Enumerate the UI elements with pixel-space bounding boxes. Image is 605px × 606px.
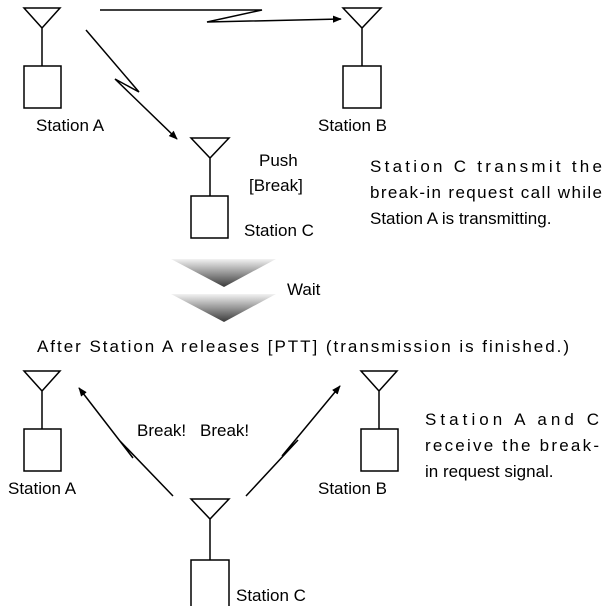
chevron-down-icon bbox=[171, 294, 276, 322]
top-description-line-2: break-in request call while bbox=[370, 183, 602, 202]
antenna-icon bbox=[189, 137, 231, 196]
bottom-station-c-label: Station C bbox=[236, 586, 306, 605]
break-left-label: Break! bbox=[137, 421, 186, 440]
antenna-icon bbox=[22, 370, 62, 429]
top-description-line-3: Station A is transmitting. bbox=[370, 209, 551, 228]
radio-box bbox=[23, 428, 62, 472]
antenna-icon bbox=[22, 7, 62, 66]
top-station-b-label: Station B bbox=[318, 116, 387, 135]
top-station-c-label: Station C bbox=[244, 221, 314, 240]
signal-a-to-b-arrow bbox=[100, 9, 342, 23]
bottom-description-line-3: in request signal. bbox=[425, 462, 554, 481]
radio-box bbox=[190, 559, 230, 606]
radio-box bbox=[190, 195, 229, 239]
bottom-station-a-label: Station A bbox=[8, 479, 77, 498]
top-description-line-1: Station C transmit the bbox=[370, 157, 602, 176]
top-station-c-radio: Station C Push [Break] bbox=[189, 137, 314, 240]
push-label: Push bbox=[259, 151, 298, 170]
top-station-a-radio: Station A bbox=[22, 7, 105, 135]
top-description: Station C transmit the break-in request … bbox=[370, 157, 605, 228]
bottom-description-line-1: Station A and C bbox=[425, 410, 599, 429]
antenna-icon bbox=[189, 498, 231, 560]
signal-c-to-b-arrow bbox=[245, 385, 341, 497]
antenna-icon bbox=[359, 370, 399, 429]
radio-box bbox=[360, 428, 399, 472]
wait-label: Wait bbox=[287, 280, 321, 299]
break-right-label: Break! bbox=[200, 421, 249, 440]
transition-caption: After Station A releases [PTT] (transmis… bbox=[37, 337, 569, 356]
bottom-description: Station A and C receive the break- in re… bbox=[425, 410, 605, 481]
bottom-station-b-label: Station B bbox=[318, 479, 387, 498]
signal-c-to-a-arrow bbox=[78, 387, 174, 497]
top-station-a-label: Station A bbox=[36, 116, 105, 135]
bottom-station-b-radio: Station B bbox=[318, 370, 399, 498]
bottom-station-a-radio: Station A bbox=[8, 370, 77, 498]
chevron-down-icon bbox=[171, 259, 276, 287]
bottom-station-c-radio: Station C bbox=[189, 498, 306, 606]
top-station-b-radio: Station B bbox=[318, 7, 387, 135]
signal-a-to-c-arrow bbox=[85, 29, 178, 140]
radio-box bbox=[342, 65, 382, 109]
break-key-label: [Break] bbox=[249, 176, 303, 195]
antenna-icon bbox=[341, 7, 383, 66]
radio-box bbox=[23, 65, 62, 109]
bottom-description-line-2: receive the break- bbox=[425, 436, 599, 455]
